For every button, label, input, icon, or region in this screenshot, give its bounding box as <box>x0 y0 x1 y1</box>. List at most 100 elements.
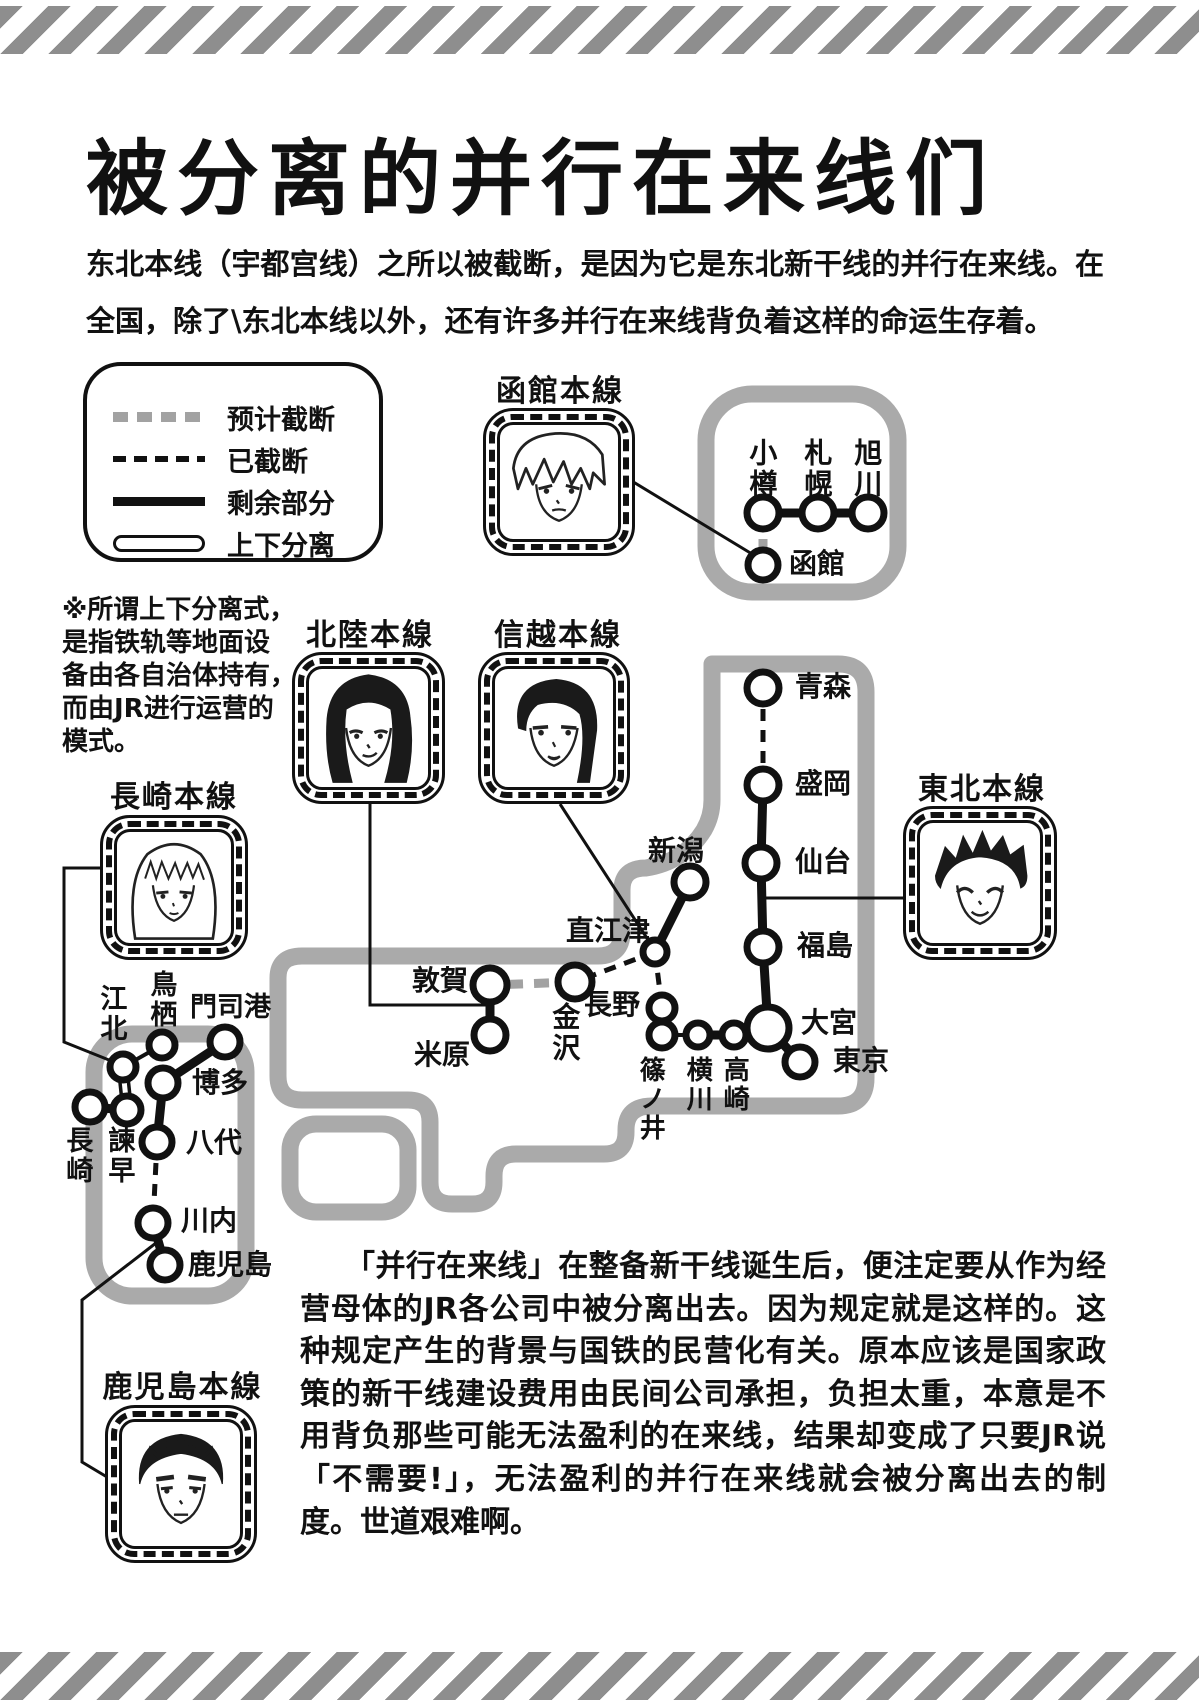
station-isahaya <box>109 1092 145 1128</box>
station-label-maibara: 米原 <box>414 1038 471 1071</box>
connector-shinetsu <box>558 803 654 947</box>
station-morioka <box>743 765 783 805</box>
character-connector-lines <box>62 478 905 1479</box>
station-label-niigata: 新潟 <box>648 834 705 867</box>
station-label-hakodate: 函館 <box>789 547 846 580</box>
track-border <box>909 812 1051 954</box>
face-shinetsu <box>517 679 598 783</box>
character-portrait-shinetsu-line <box>492 666 616 790</box>
station-sendai-kagoshima <box>134 1204 172 1242</box>
station-label-mojiko: 門司港 <box>190 992 271 1023</box>
legend-box: 预计截断 已截断 剩余部分 上下分离 <box>83 362 383 562</box>
station-tosu <box>145 1028 179 1062</box>
station-maibara <box>470 1015 510 1055</box>
face-nagasaki <box>131 842 217 940</box>
station-yokokawa <box>682 1019 714 1051</box>
station-label-yokokawa: 横川 <box>682 1056 713 1114</box>
station-label-naoetsu: 直江津 <box>566 914 651 947</box>
connector-hakodate <box>629 478 758 559</box>
legend-row-severed: 已截断 <box>113 438 379 480</box>
station-label-omiya: 大宮 <box>801 1006 858 1039</box>
remaining-line-sample <box>113 496 205 506</box>
legend-row-separated: 上下分离 <box>113 522 379 564</box>
map-outline-honshu <box>269 655 875 1213</box>
connector-kagoshima <box>80 1241 157 1479</box>
character-box-hakodate <box>483 408 635 556</box>
station-label-aomori: 青森 <box>795 670 852 703</box>
station-label-kohoku: 江北 <box>95 984 127 1044</box>
station-nagasaki <box>71 1088 109 1126</box>
station-hakodate <box>744 546 782 584</box>
track-border <box>489 414 629 550</box>
legend-label-separated: 上下分离 <box>227 530 335 562</box>
character-box-nagasaki <box>100 815 248 960</box>
legend-label-remaining: 剩余部分 <box>227 488 335 520</box>
station-yatsushiro <box>138 1123 176 1161</box>
character-box-tohoku <box>903 806 1057 960</box>
station-label-isahaya: 諫早 <box>103 1126 135 1186</box>
line-label-hokuriku: 北陸本線 <box>306 618 434 653</box>
line-label-nagasaki: 長崎本線 <box>110 780 238 815</box>
station-label-tokyo: 東京 <box>833 1044 890 1077</box>
map-outline-hokkaido <box>697 385 907 601</box>
character-portrait-kagoshima-line <box>119 1419 243 1549</box>
line-label-tohoku: 東北本線 <box>918 772 1046 807</box>
station-label-takasaki: 高崎 <box>719 1056 750 1114</box>
station-sendai <box>741 843 781 883</box>
station-mojiko <box>206 1023 244 1061</box>
legend-label-severed: 已截断 <box>227 446 308 478</box>
station-label-fukushima: 福島 <box>797 929 854 962</box>
line-label-shinetsu: 信越本線 <box>494 618 622 653</box>
station-takasaki <box>718 1019 750 1051</box>
station-label-nagasaki: 長崎 <box>61 1126 93 1186</box>
station-niigata <box>670 862 710 902</box>
station-nagano <box>645 991 679 1025</box>
station-fukushima <box>743 927 783 967</box>
character-box-kagoshima <box>105 1405 257 1563</box>
page-title: 被分离的并行在来线们 <box>86 132 997 227</box>
line-label-hakodate: 函館本線 <box>496 374 624 409</box>
connector-hokuriku <box>368 804 487 1007</box>
station-naoetsu <box>639 936 671 968</box>
station-circles <box>71 493 888 1284</box>
station-hakata <box>144 1064 182 1102</box>
outro-paragraph: 「并行在来线」在整备新干线诞生后，便注定要从作为经营母体的JR各公司中被分离出去… <box>300 1249 1106 1540</box>
station-label-hakata: 博多 <box>192 1066 249 1099</box>
character-portrait-nagasaki-line <box>114 829 234 946</box>
decorative-stripe-bottom <box>0 1652 1199 1700</box>
station-label-nagano: 長野 <box>584 988 641 1021</box>
character-portrait-hakodate-line <box>497 422 621 542</box>
station-label-yatsushiro: 八代 <box>186 1126 243 1159</box>
character-box-shinetsu <box>478 652 630 804</box>
station-tsuruga <box>469 964 511 1006</box>
station-label-sendai: 仙台 <box>795 845 852 878</box>
station-label-sendai-kagoshima: 川内 <box>181 1204 238 1237</box>
station-label-otaru: 小樽 <box>745 438 779 500</box>
planned-cut-line-sample <box>113 412 205 422</box>
intro-paragraph: 东北本线（宇都宫线）之所以被截断，是因为它是东北新干线的并行在来线。在全国，除了… <box>86 247 1104 338</box>
legend-label-planned: 预计截断 <box>227 404 335 436</box>
decorative-stripe-top <box>0 6 1199 54</box>
station-label-morioka: 盛岡 <box>795 767 852 800</box>
face-hakodate <box>512 432 606 522</box>
station-kagoshima <box>146 1246 184 1284</box>
track-border <box>111 1411 251 1557</box>
station-tokyo <box>781 1043 819 1081</box>
track-border <box>298 658 439 798</box>
separated-line-sample <box>113 534 205 552</box>
station-label-tosu: 鳥栖 <box>145 970 177 1030</box>
station-label-shinonoi: 篠ノ井 <box>635 1056 666 1143</box>
station-omiya <box>743 1003 793 1053</box>
character-box-hokuriku <box>292 652 445 804</box>
line-label-kagoshima: 鹿児島本線 <box>102 1370 263 1405</box>
legend-row-planned: 预计截断 <box>113 396 379 438</box>
station-label-kagoshima: 鹿児島 <box>188 1248 273 1281</box>
face-hokuriku <box>326 674 413 783</box>
connector-nagasaki <box>62 866 120 1066</box>
station-kohoku <box>106 1050 140 1084</box>
separation-note: ※所谓上下分离式， 是指铁轨等地面设 备由各自治体持有， 而由JR进行运营的 模… <box>62 595 297 758</box>
character-portrait-tohoku-line <box>917 820 1043 946</box>
track-border <box>484 658 624 798</box>
rail-morioka-omiya <box>756 780 773 1033</box>
face-tohoku <box>934 829 1028 926</box>
